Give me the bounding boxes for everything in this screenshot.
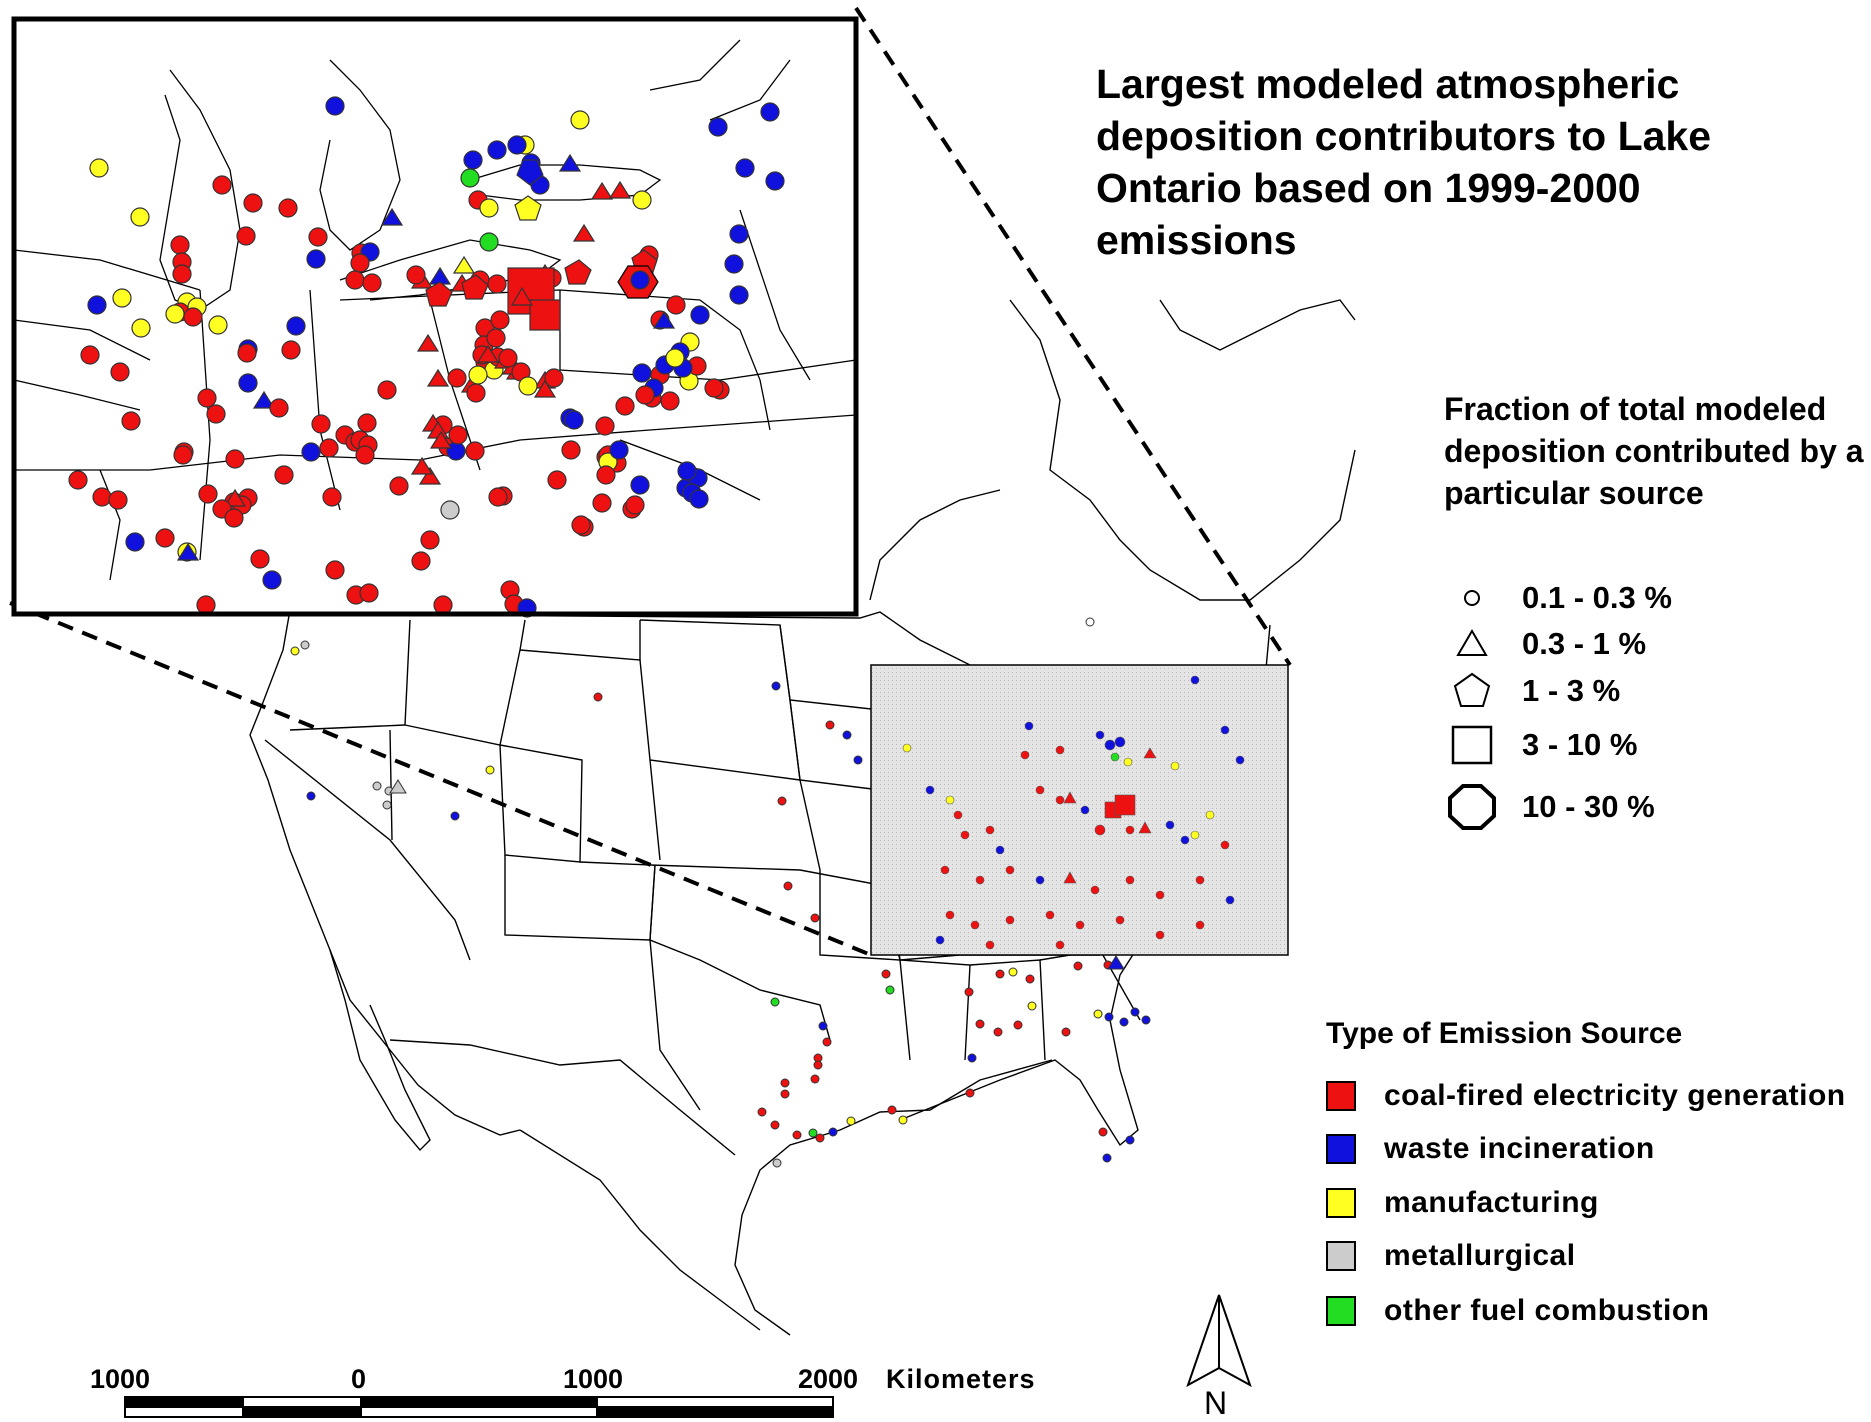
- inset-map: [11, 16, 859, 618]
- green-swatch-icon: [1326, 1296, 1356, 1326]
- scale-tick-label: 2000: [798, 1364, 859, 1394]
- yellow-swatch-icon: [1326, 1188, 1356, 1218]
- inset-frame: [11, 16, 859, 617]
- scale-tick-label: 1000: [90, 1364, 151, 1394]
- size-legend-item: 0.3 - 1 %: [1444, 621, 1646, 667]
- triangle-icon: [1456, 629, 1488, 656]
- pentagon-icon: [1453, 672, 1491, 707]
- lake-huron: [319, 59, 401, 251]
- baja-california: [329, 949, 431, 1152]
- size-legend-item: 3 - 10 %: [1444, 722, 1637, 768]
- type-legend-item: coal-fired electricity generation: [1326, 1076, 1846, 1116]
- type-legend-item: waste incineration: [1326, 1129, 1655, 1169]
- size-legend-item: 1 - 3 %: [1444, 668, 1620, 714]
- callout-line-top: [854, 6, 1292, 667]
- scale-tick-label: 0: [351, 1364, 367, 1394]
- blue-swatch-icon: [1326, 1134, 1356, 1164]
- map-title: Largest modeled atmospheric deposition c…: [1096, 61, 1712, 263]
- us-mexico-border: [389, 1039, 736, 1156]
- circle-icon: [1464, 590, 1480, 606]
- scale-bar: [124, 1396, 834, 1418]
- size-legend-item: 10 - 30 %: [1444, 784, 1655, 830]
- inset-region-markers: [902, 675, 1245, 950]
- size-legend-title: Fraction of total modeled deposition con…: [1444, 391, 1864, 511]
- type-legend-item: metallurgical: [1326, 1236, 1576, 1276]
- type-legend-item: other fuel combustion: [1326, 1291, 1710, 1331]
- inset-region: [870, 664, 1289, 956]
- hudson-bay-area: [1009, 299, 1356, 601]
- gulf-coastline: [734, 1059, 1053, 1336]
- red-swatch-icon: [1326, 1081, 1356, 1111]
- main-map-markers: [290, 617, 1151, 1168]
- type-legend-item: manufacturing: [1326, 1183, 1599, 1223]
- octagon-icon: [1448, 784, 1496, 830]
- scale-tick-label: 1000: [563, 1364, 624, 1394]
- gray-swatch-icon: [1326, 1241, 1356, 1271]
- pacific-coastline: [249, 609, 521, 1136]
- mexico-outline: [519, 1129, 761, 1331]
- scale-unit-label: Kilometers: [886, 1364, 1036, 1394]
- north-arrow-icon: [1186, 1294, 1252, 1388]
- square-icon: [1451, 725, 1493, 765]
- type-legend-title: Type of Emission Source: [1326, 1017, 1683, 1050]
- north-label: N: [1204, 1385, 1228, 1421]
- size-legend-item: 0.1 - 0.3 %: [1444, 575, 1672, 621]
